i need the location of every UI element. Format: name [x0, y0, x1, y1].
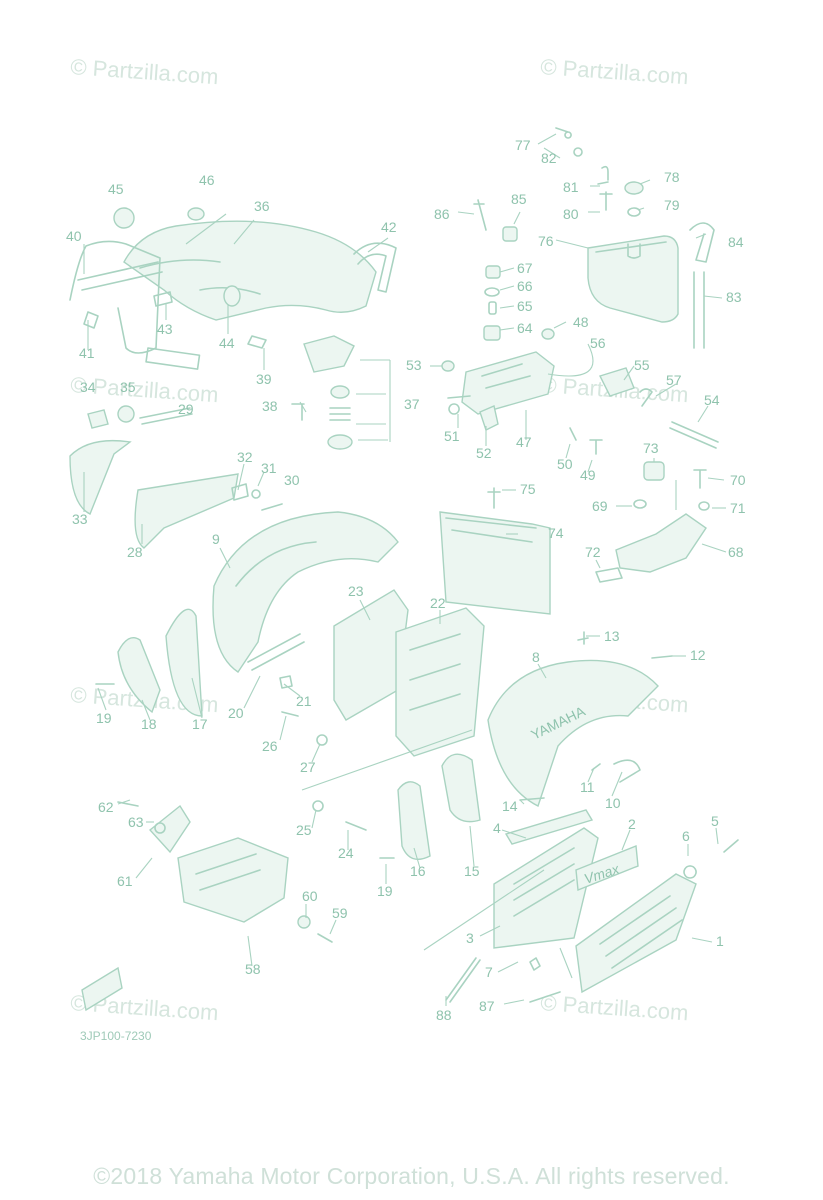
callout-81: 81	[563, 179, 579, 195]
callout-63: 63	[128, 814, 144, 830]
callout-4: 4	[493, 820, 501, 836]
callout-42: 42	[381, 219, 397, 235]
callout-23: 23	[348, 583, 364, 599]
callout-32: 32	[237, 449, 253, 465]
callout-13: 13	[604, 628, 620, 644]
callout-54: 54	[704, 392, 720, 408]
callout-28: 28	[127, 544, 143, 560]
callout-39: 39	[256, 371, 272, 387]
callout-46: 46	[199, 172, 215, 188]
callout-51: 51	[444, 428, 460, 444]
callout-11: 11	[580, 779, 595, 795]
callout-9: 9	[212, 531, 220, 547]
callout-21: 21	[296, 693, 312, 709]
callout-43: 43	[157, 321, 173, 337]
callout-79: 79	[664, 197, 680, 213]
callout-45: 45	[108, 181, 124, 197]
callout-7: 7	[485, 964, 493, 980]
callout-44: 44	[219, 335, 235, 351]
callout-48: 48	[573, 314, 589, 330]
callout-75: 75	[520, 481, 536, 497]
callout-22: 22	[430, 595, 446, 611]
callout-12: 12	[690, 647, 706, 663]
callout-37: 37	[404, 396, 420, 412]
callout-10: 10	[605, 795, 621, 811]
callout-33: 33	[72, 511, 88, 527]
callout-5: 5	[711, 813, 719, 829]
callout-14: 14	[502, 798, 518, 814]
callout-3: 3	[466, 930, 474, 946]
callout-24: 24	[338, 845, 354, 861]
callout-29: 29	[178, 401, 194, 417]
callout-77: 77	[515, 137, 531, 153]
callout-80: 80	[563, 206, 579, 222]
callout-72: 72	[585, 544, 601, 560]
leader-lines	[83, 133, 727, 1006]
callout-labels: 77 82 81 78 80 79 86 85 76 84 45 46 36 4…	[66, 137, 746, 1023]
callout-87: 87	[479, 998, 495, 1014]
callout-15: 15	[464, 863, 480, 879]
callout-76: 76	[538, 233, 554, 249]
callout-73: 73	[643, 440, 659, 456]
callout-71: 71	[730, 500, 746, 516]
callout-19b: 19	[377, 883, 393, 899]
callout-20: 20	[228, 705, 244, 721]
callout-35: 35	[120, 379, 136, 395]
callout-57: 57	[666, 372, 682, 388]
callout-83: 83	[726, 289, 742, 305]
watermark: © Partzilla.com	[70, 54, 220, 89]
callout-64: 64	[517, 320, 533, 336]
callout-36: 36	[254, 198, 270, 214]
callout-40: 40	[66, 228, 82, 244]
callout-18: 18	[141, 716, 157, 732]
copyright-notice: ©2018 Yamaha Motor Corporation, U.S.A. A…	[93, 1163, 730, 1189]
callout-67: 67	[517, 260, 533, 276]
callout-19a: 19	[96, 710, 112, 726]
callout-69: 69	[592, 498, 608, 514]
callout-50: 50	[557, 456, 573, 472]
callout-31: 31	[261, 460, 277, 476]
callout-60: 60	[302, 888, 318, 904]
callout-68: 68	[728, 544, 744, 560]
callout-2: 2	[628, 816, 636, 832]
callout-61: 61	[117, 873, 133, 889]
callout-38: 38	[262, 398, 278, 414]
callout-26: 26	[262, 738, 278, 754]
callout-49: 49	[580, 467, 596, 483]
callout-88: 88	[436, 1007, 452, 1023]
callout-86: 86	[434, 206, 450, 222]
callout-41: 41	[79, 345, 95, 361]
watermark: © Partzilla.com	[540, 990, 690, 1025]
callout-34: 34	[80, 379, 96, 395]
callout-8: 8	[532, 649, 540, 665]
callout-78: 78	[664, 169, 680, 185]
callout-74: 74	[548, 525, 564, 541]
callout-70: 70	[730, 472, 746, 488]
callout-66: 66	[517, 278, 533, 294]
callout-17: 17	[192, 716, 208, 732]
part-drawings: YAMAHA Vmax 3JP10	[69, 127, 739, 1043]
callout-52: 52	[476, 445, 492, 461]
callout-82: 82	[541, 150, 557, 166]
callout-53: 53	[406, 357, 422, 373]
callout-6: 6	[682, 828, 690, 844]
callout-85: 85	[511, 191, 527, 207]
callout-47: 47	[516, 434, 532, 450]
callout-1: 1	[716, 933, 724, 949]
callout-16: 16	[410, 863, 426, 879]
callout-56: 56	[590, 335, 606, 351]
callout-30: 30	[284, 472, 300, 488]
callout-59: 59	[332, 905, 348, 921]
callout-84: 84	[728, 234, 744, 250]
watermark: © Partzilla.com	[540, 54, 690, 89]
callout-27: 27	[300, 759, 316, 775]
callout-65: 65	[517, 298, 533, 314]
callout-25: 25	[296, 822, 312, 838]
callout-58: 58	[245, 961, 261, 977]
callout-62: 62	[98, 799, 114, 815]
diagram-code: 3JP100-7230	[80, 1029, 152, 1043]
callout-55: 55	[634, 357, 650, 373]
